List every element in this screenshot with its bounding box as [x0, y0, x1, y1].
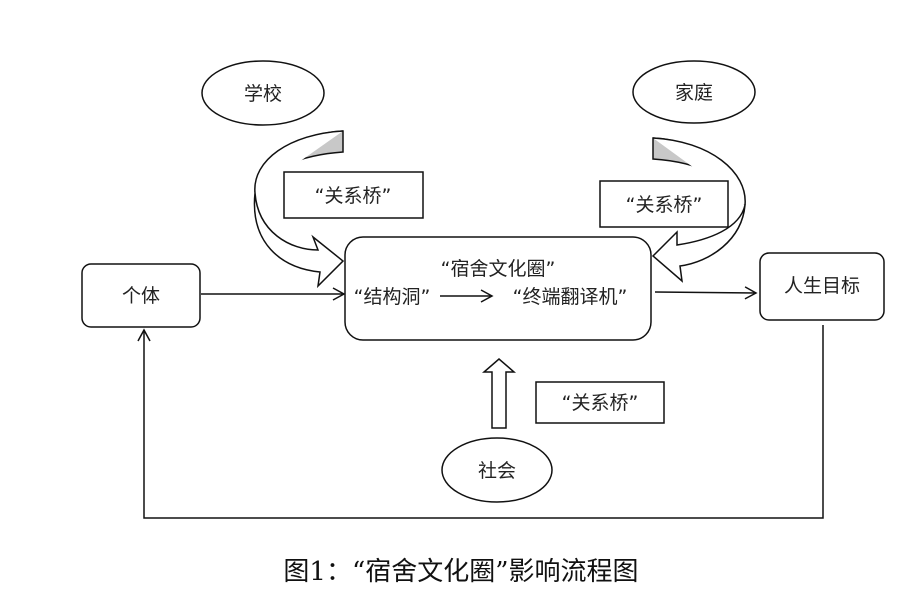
school-ellipse — [201, 60, 325, 126]
school-arrow-body — [253, 130, 345, 289]
center-title: “宿舍文化圈” — [441, 258, 556, 280]
society-ellipse — [441, 437, 553, 503]
svg-text:“关系桥”: “关系桥” — [562, 392, 639, 414]
family-ellipse — [632, 60, 756, 124]
feedback-loop-arrow — [137, 325, 824, 519]
node-family: 家庭 — [632, 60, 756, 124]
svg-text:“关系桥”: “关系桥” — [626, 194, 703, 216]
family-curved-arrow — [651, 137, 746, 283]
family-arrow-body — [651, 137, 746, 283]
individual-box — [81, 263, 201, 328]
school-label: 学校 — [244, 83, 282, 105]
center-to: “终端翻译机” — [513, 286, 628, 308]
svg-text:“关系桥”: “关系桥” — [315, 185, 392, 207]
node-center: “宿舍文化圈” “结构洞” “终端翻译机” — [344, 236, 652, 341]
society-up-block-arrow — [481, 358, 517, 429]
society-label: 社会 — [478, 460, 516, 482]
bridge-label-society: “关系桥” — [535, 381, 665, 424]
node-individual: 个体 — [81, 263, 201, 328]
school-curved-arrow — [253, 130, 345, 289]
bridge-label-family: “关系桥” — [599, 180, 729, 228]
figure-caption: 图1：“宿舍文化圈”影响流程图 — [283, 557, 638, 587]
life-goal-label: 人生目标 — [784, 275, 860, 297]
center-from: “结构洞” — [354, 286, 431, 308]
arrow-center-to-life-goal — [654, 286, 758, 300]
individual-label: 个体 — [122, 285, 160, 307]
family-label: 家庭 — [675, 82, 713, 104]
life-goal-box — [759, 252, 885, 321]
node-society: 社会 — [441, 437, 553, 503]
node-life-goal: 人生目标 — [759, 252, 885, 321]
bridge-label-school: “关系桥” — [283, 171, 424, 219]
node-school: 学校 — [201, 60, 325, 126]
